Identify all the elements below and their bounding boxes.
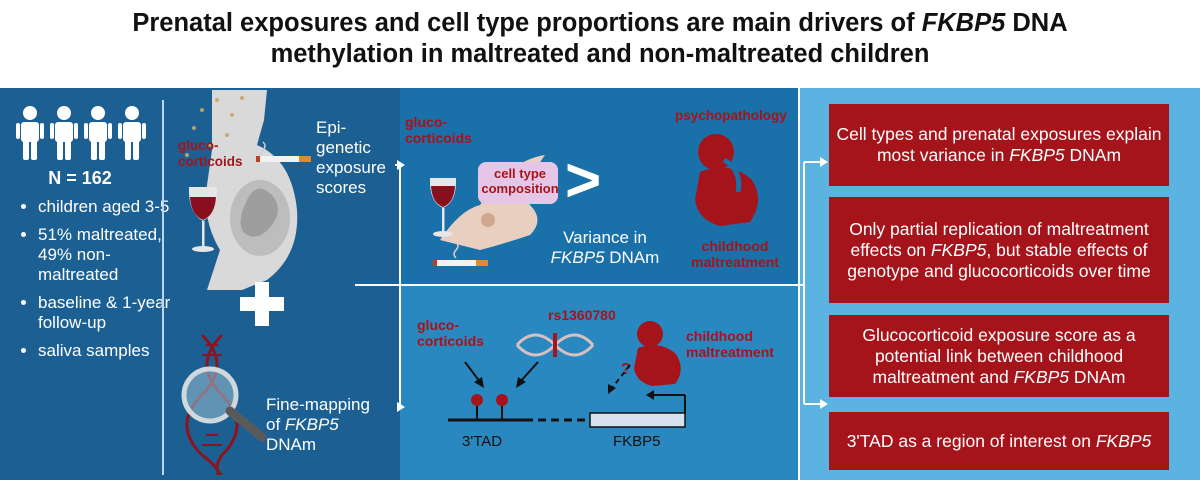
fine-mapping-label: Fine-mapping of FKBP5 DNAm xyxy=(266,395,370,454)
dna-strand-icon xyxy=(515,333,595,357)
page-title: Prenatal exposures and cell type proport… xyxy=(132,9,1068,68)
sample-size: N = 162 xyxy=(48,168,112,188)
finding-4: 3'TAD as a region of interest on FKBP5 xyxy=(829,412,1169,470)
finding-1: Cell types and prenatal exposures explai… xyxy=(829,104,1169,186)
distressed-child-icon-2 xyxy=(634,321,681,386)
children-icon xyxy=(16,106,146,160)
epigenetic-scores-label: Epi-genetic exposure scores xyxy=(316,118,386,197)
cohort-samples: saliva samples xyxy=(38,341,178,361)
connector-arrows xyxy=(355,160,405,412)
cohort-timepoints: baseline & 1-year follow-up xyxy=(38,293,178,333)
tad-label: 3'TAD xyxy=(462,433,503,450)
wine-glass-icon-2 xyxy=(429,178,457,237)
finding-2: Only partial replication of maltreatment… xyxy=(829,197,1169,303)
pregnancy-illustration xyxy=(185,90,298,290)
variance-glucocorticoids-label: gluco-corticoids xyxy=(405,114,472,146)
snp-label: rs1360780 xyxy=(548,307,616,323)
fine-mapping-panel xyxy=(400,286,798,480)
greater-than-sign: > xyxy=(565,146,602,215)
gene-label: FKBP5 xyxy=(613,433,661,450)
glucocorticoids-label: gluco-corticoids xyxy=(178,138,243,169)
cigarette-icon xyxy=(256,141,311,162)
findings-connector-arrows xyxy=(764,157,828,409)
cell-type-box xyxy=(478,162,558,204)
gene-locus-diagram xyxy=(448,361,686,428)
question-mark: ? xyxy=(621,361,631,378)
cigarette-icon-2 xyxy=(433,241,488,266)
finemap-glucocorticoids-label: gluco-corticoids xyxy=(417,317,484,349)
psychopathology-label: psychopathology xyxy=(675,108,787,123)
cohort-maltreatment: 51% maltreated, 49% non-maltreated xyxy=(38,225,178,285)
plus-icon xyxy=(240,282,284,326)
divider xyxy=(162,100,164,475)
finding-3: Glucocorticoid exposure score as a poten… xyxy=(829,315,1169,397)
finemap-maltreatment-label: childhood maltreatment xyxy=(686,328,774,360)
wine-glass-icon xyxy=(188,187,218,252)
dna-magnifier-illustration xyxy=(181,335,267,475)
distressed-child-icon xyxy=(695,134,759,226)
maltreatment-label: childhood maltreatment xyxy=(691,238,779,270)
cohort-details: children aged 3-5 51% maltreated, 49% no… xyxy=(10,197,178,369)
cohort-age: children aged 3-5 xyxy=(38,197,178,217)
cell-type-label: cell type composition xyxy=(481,166,559,196)
